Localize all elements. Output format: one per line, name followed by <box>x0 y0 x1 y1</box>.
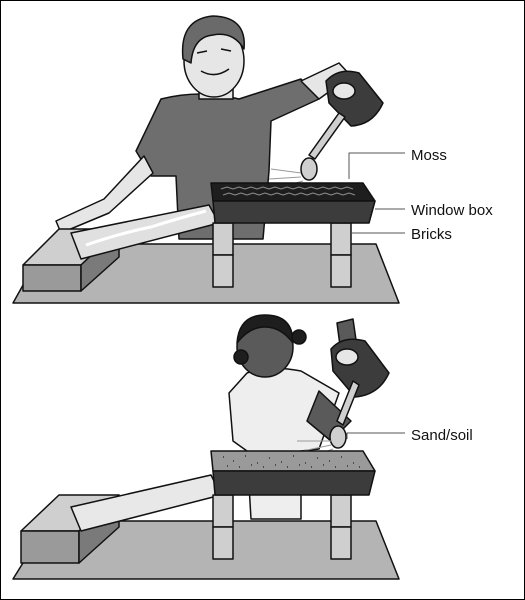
moss-leader-line <box>349 153 405 179</box>
can-rose-bottom <box>330 426 346 448</box>
sand-soil-leader-line <box>347 433 405 439</box>
girl-shirt <box>229 368 339 519</box>
label-sand-soil: Sand/soil <box>411 427 473 445</box>
window-box-bottom <box>211 451 375 495</box>
can-body-top <box>326 71 383 126</box>
girl-pigtail-left <box>234 350 248 364</box>
can-rose-top <box>301 158 317 180</box>
can-opening-top <box>333 83 355 99</box>
top-scene <box>13 16 405 303</box>
girl-pigtail-right <box>292 330 306 344</box>
label-moss: Moss <box>411 147 447 165</box>
can-body-bottom <box>331 339 389 397</box>
can-spout-top <box>309 113 345 159</box>
label-window-box: Window box <box>411 202 493 220</box>
label-bricks: Bricks <box>411 226 452 244</box>
bottom-scene <box>13 315 405 579</box>
window-box-top <box>211 183 375 223</box>
can-opening-bottom <box>336 349 358 365</box>
